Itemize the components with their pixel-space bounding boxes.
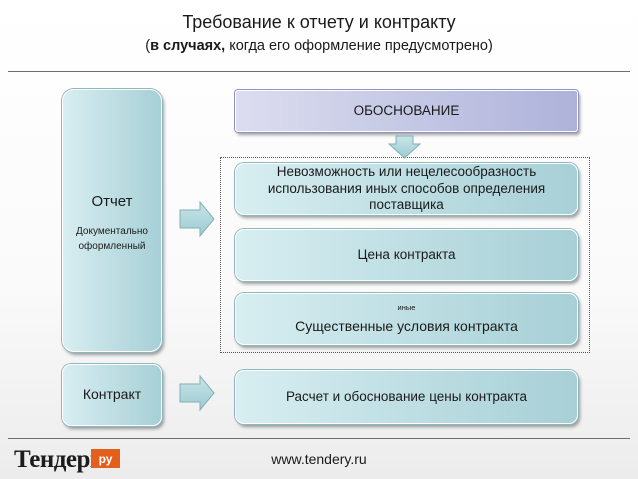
report-subtitle: Документально оформленный: [76, 225, 148, 252]
footer-divider: [8, 438, 630, 439]
report-box: Отчет Документально оформленный: [62, 89, 162, 352]
other-label: иные: [397, 302, 416, 312]
justification-label: ОБОСНОВАНИЕ: [353, 102, 460, 118]
arrow-down-icon: [387, 135, 422, 159]
essential-terms-label: Существенные условия контракта: [295, 317, 518, 334]
impossibility-label: Невозможность или нецелесообразность исп…: [267, 163, 546, 213]
contract-box: Контракт: [62, 364, 162, 426]
page-subtitle: (в случаях, когда его оформление предусм…: [0, 38, 638, 54]
impossibility-box: Невозможность или нецелесообразность исп…: [235, 163, 578, 215]
subtitle-open: (: [145, 38, 151, 54]
subtitle-bold: в случаях,: [150, 38, 226, 54]
header-divider: [8, 71, 630, 72]
arrow-right-contract-icon: [179, 374, 215, 412]
report-title: Отчет: [91, 193, 133, 211]
website-url: www.tendery.ru: [271, 451, 367, 467]
price-calc-label: Расчет и обоснование цены контракта: [285, 388, 528, 404]
contract-label: Контракт: [82, 386, 142, 403]
contract-price-label: Цена контракта: [357, 246, 456, 262]
price-calc-box: Расчет и обоснование цены контракта: [235, 370, 578, 424]
justification-box: ОБОСНОВАНИЕ: [235, 90, 578, 132]
contract-price-box: Цена контракта: [235, 229, 578, 281]
essential-terms-box: иные Существенные условия контракта: [235, 293, 578, 345]
page-title: Требование к отчету и контракту: [182, 12, 456, 32]
arrow-right-report-icon: [179, 200, 215, 238]
subtitle-rest: когда его оформление предусмотрено): [225, 38, 493, 54]
brand-logo-tag: ру: [91, 449, 120, 468]
